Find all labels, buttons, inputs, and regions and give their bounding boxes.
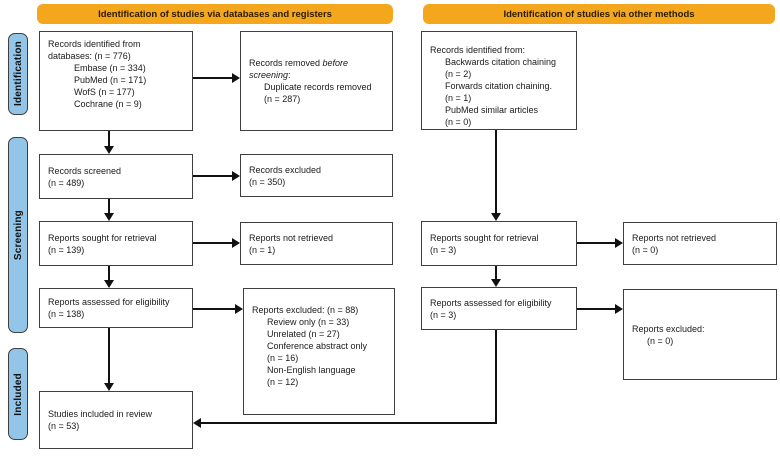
box-reports-sought-databases: Reports sought for retrieval (n = 139) bbox=[39, 221, 193, 266]
box-text: : bbox=[288, 70, 291, 80]
arrow-assessed-to-included bbox=[104, 328, 114, 391]
box-line: Reports assessed for eligibility bbox=[48, 297, 170, 307]
box-reports-assessed-databases: Reports assessed for eligibility (n = 13… bbox=[39, 288, 193, 328]
arrow-identified-to-screened bbox=[104, 131, 114, 154]
box-line: (n = 3) bbox=[430, 309, 457, 320]
box-line: databases: (n = 776) bbox=[48, 51, 131, 61]
arrow-sought-to-assessed-other bbox=[491, 266, 501, 287]
box-line: Backwards citation chaining bbox=[445, 57, 557, 67]
box-studies-included: Studies included in review (n = 53) bbox=[39, 391, 193, 449]
box-reports-excluded-other: Reports excluded: (n = 0) bbox=[623, 289, 777, 380]
phase-label-identification: Identification bbox=[12, 41, 24, 107]
box-line: Reports excluded: bbox=[632, 323, 705, 334]
box-line: Forwards citation chaining. bbox=[445, 81, 553, 91]
box-records-identified-databases: Records identified from databases: (n = … bbox=[39, 31, 193, 131]
box-line: Cochrane (n = 9) bbox=[74, 99, 142, 109]
arrow-assessed-to-excluded-db bbox=[193, 304, 243, 314]
box-line: (n = 12) bbox=[267, 377, 299, 387]
arrow-screened-to-excluded bbox=[193, 171, 240, 181]
connector-assessed-other-down bbox=[495, 330, 497, 424]
box-line: (n = 53) bbox=[48, 421, 80, 431]
box-records-identified-other: Records identified from: Backwards citat… bbox=[421, 31, 577, 130]
arrow-identified-to-removed bbox=[193, 73, 240, 83]
phase-label-included: Included bbox=[12, 372, 24, 416]
box-line: Reports not retrieved bbox=[632, 232, 717, 243]
arrow-sought-to-not-retrieved-other bbox=[577, 238, 623, 248]
box-line: Records identified from bbox=[48, 39, 141, 49]
box-records-screened: Records screened (n = 489) bbox=[39, 154, 193, 199]
box-line: Non-English language bbox=[267, 365, 356, 375]
phase-label-screening: Screening bbox=[12, 209, 24, 261]
box-line: (n = 0) bbox=[632, 244, 659, 255]
box-line: Reports excluded: (n = 88) bbox=[252, 305, 359, 315]
box-line: (n = 0) bbox=[445, 117, 472, 127]
arrow-identified-other-to-sought bbox=[491, 130, 501, 221]
box-line: (n = 1) bbox=[445, 93, 472, 103]
header-other-methods: Identification of studies via other meth… bbox=[423, 4, 775, 24]
arrow-assessed-to-excluded-other bbox=[577, 304, 623, 314]
box-line: (n = 0) bbox=[647, 335, 674, 346]
box-line: PubMed (n = 171) bbox=[74, 75, 147, 85]
phase-bar-included: Included bbox=[8, 348, 28, 440]
box-line: PubMed similar articles bbox=[445, 105, 539, 115]
box-line: Records excluded bbox=[249, 164, 322, 175]
box-line: Records removed before screening: bbox=[249, 57, 388, 81]
box-reports-not-retrieved-databases: Reports not retrieved (n = 1) bbox=[240, 222, 393, 265]
arrow-other-methods-to-included bbox=[193, 418, 497, 428]
box-line: Embase (n = 334) bbox=[74, 63, 146, 73]
box-line: Conference abstract only bbox=[267, 341, 368, 351]
box-line: Studies included in review bbox=[48, 409, 153, 419]
arrow-sought-to-not-retrieved-db bbox=[193, 238, 240, 248]
box-line: (n = 350) bbox=[249, 176, 286, 187]
box-records-removed-before-screening: Records removed before screening: Duplic… bbox=[240, 31, 393, 131]
box-line: (n = 1) bbox=[249, 244, 276, 255]
box-line: Reports sought for retrieval bbox=[430, 232, 539, 243]
phase-bar-identification: Identification bbox=[8, 33, 28, 115]
arrow-screened-to-sought bbox=[104, 199, 114, 221]
box-line: Records identified from: bbox=[430, 45, 526, 55]
phase-bar-screening: Screening bbox=[8, 137, 28, 333]
box-line: (n = 2) bbox=[445, 69, 472, 79]
box-line: Records screened bbox=[48, 165, 122, 176]
box-line: Unrelated (n = 27) bbox=[267, 329, 340, 339]
box-line: (n = 489) bbox=[48, 177, 85, 188]
box-reports-sought-other: Reports sought for retrieval (n = 3) bbox=[421, 221, 577, 266]
arrow-sought-to-assessed-db bbox=[104, 266, 114, 288]
box-line: Reports sought for retrieval bbox=[48, 232, 157, 243]
box-line: (n = 16) bbox=[267, 353, 299, 363]
box-line: Duplicate records removed bbox=[264, 82, 372, 92]
box-line: Review only (n = 33) bbox=[267, 317, 350, 327]
box-reports-assessed-other: Reports assessed for eligibility (n = 3) bbox=[421, 287, 577, 330]
box-line: WofS (n = 177) bbox=[74, 87, 135, 97]
box-line: (n = 139) bbox=[48, 244, 85, 255]
box-line: (n = 3) bbox=[430, 244, 457, 255]
box-line: (n = 138) bbox=[48, 309, 85, 319]
box-text-italic: before screening bbox=[249, 58, 349, 80]
box-records-excluded: Records excluded (n = 350) bbox=[240, 154, 393, 197]
box-line: (n = 287) bbox=[264, 94, 301, 104]
box-reports-excluded-databases: Reports excluded: (n = 88) Review only (… bbox=[243, 288, 395, 415]
box-text: Records removed bbox=[249, 58, 323, 68]
header-databases-registers: Identification of studies via databases … bbox=[37, 4, 393, 24]
box-line: Reports not retrieved bbox=[249, 232, 334, 243]
box-reports-not-retrieved-other: Reports not retrieved (n = 0) bbox=[623, 222, 777, 265]
box-line: Reports assessed for eligibility bbox=[430, 297, 552, 308]
